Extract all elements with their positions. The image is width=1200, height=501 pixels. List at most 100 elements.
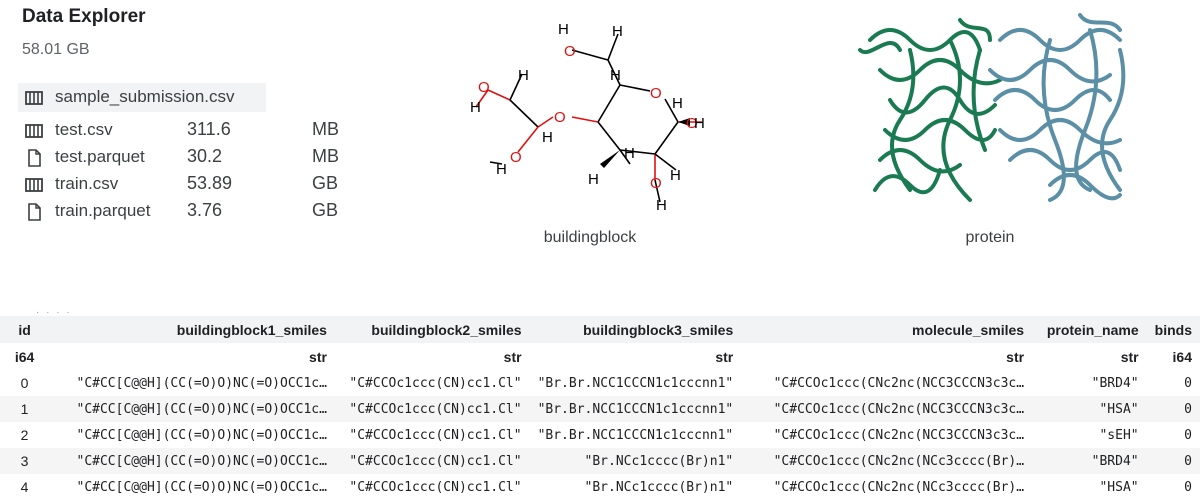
dtype-cell: str: [1032, 343, 1147, 370]
table-row: 0 "C#CC[C@@H](CC(=O)O)NC(=O)OCC1c… "C#CC…: [0, 370, 1200, 396]
file-size-unit: GB: [312, 200, 339, 220]
file-item-train-parquet[interactable]: train.parquet 3.76 GB: [18, 197, 348, 224]
column-header-molecule-smiles[interactable]: molecule_smiles: [741, 316, 1033, 343]
molecule-caption: buildingblock: [543, 229, 637, 246]
page-title: Data Explorer: [22, 6, 146, 27]
svg-text:H: H: [612, 23, 623, 40]
dtype-row: i64 str str str str str i64: [0, 343, 1200, 370]
table-cell: "Br.Br.NCC1CCCN1c1cccnn1": [537, 375, 734, 391]
table-cell: "C#CCOc1ccc(CN)cc1.Cl": [334, 448, 530, 474]
table-row: 1 "C#CC[C@@H](CC(=O)O)NC(=O)OCC1c… "C#CC…: [0, 396, 1200, 422]
svg-text:O: O: [554, 109, 566, 126]
svg-text:O: O: [478, 79, 490, 96]
file-list: sample_submission.csv test.csv 311.6 MB …: [18, 83, 348, 224]
table-cell: "C#CCOc1ccc(CNc2nc(NCC3CCCN3c3c…: [741, 396, 1033, 422]
dtype-cell: i64: [1146, 343, 1200, 370]
column-header-binds[interactable]: binds: [1146, 316, 1200, 343]
table-cell: "Br.Br.NCC1CCCN1c1cccnn1": [529, 396, 742, 422]
table-cell: "C#CCOc1ccc(CN)cc1.Cl": [334, 396, 530, 422]
svg-text:H: H: [496, 161, 507, 178]
file-size-unit: MB: [312, 146, 339, 166]
table-cell: 4: [20, 479, 29, 495]
svg-text:H: H: [624, 145, 635, 162]
dtype-cell: i64: [0, 343, 50, 370]
table-cell: "Br.NCc1cccc(Br)n1": [529, 448, 742, 474]
dtype-cell: str: [334, 343, 530, 370]
table-cell: "HSA": [1099, 479, 1139, 495]
file-name: train.parquet: [55, 201, 151, 220]
file-item-test-parquet[interactable]: test.parquet 30.2 MB: [18, 143, 348, 170]
table-cell: 0: [1184, 375, 1192, 391]
table-cell: "C#CC[C@@H](CC(=O)O)NC(=O)OCC1c…: [76, 479, 327, 495]
file-size-unit: GB: [312, 173, 339, 193]
table-cell: 0: [1184, 427, 1192, 443]
table-cell: "C#CCOc1ccc(CNc2nc(NCc3cccc(Br)…: [741, 448, 1033, 474]
file-item-train-csv[interactable]: train.csv 53.89 GB: [18, 170, 348, 197]
table-cell: 0: [1184, 479, 1192, 495]
svg-text:H: H: [610, 67, 621, 84]
table-cell: "BRD4": [1091, 375, 1139, 391]
file-icon: [28, 203, 41, 221]
table-cell: 1: [0, 396, 50, 422]
table-cell: "C#CCOc1ccc(CNc2nc(NCC3CCCN3c3c…: [773, 427, 1025, 443]
svg-text:H: H: [694, 115, 705, 132]
truncation-indicator: · · · ·: [36, 307, 72, 318]
svg-text:H: H: [518, 67, 529, 84]
svg-text:H: H: [470, 99, 481, 116]
protein-caption: protein: [965, 229, 1015, 246]
table-row: 3 "C#CC[C@@H](CC(=O)O)NC(=O)OCC1c… "C#CC…: [0, 448, 1200, 474]
table-cell: "sEH": [1099, 427, 1139, 443]
column-header-buildingblock1-smiles[interactable]: buildingblock1_smiles: [49, 316, 335, 343]
dtype-cell: str: [529, 343, 742, 370]
table-row: 4 "C#CC[C@@H](CC(=O)O)NC(=O)OCC1c… "C#CC…: [0, 474, 1200, 500]
column-header-protein-name[interactable]: protein_name: [1032, 316, 1147, 343]
column-header-row: id buildingblock1_smiles buildingblock2_…: [0, 316, 1200, 343]
file-size-value: 311.6: [187, 119, 231, 139]
dataset-size: 58.01 GB: [22, 41, 90, 58]
file-name: test.csv: [55, 120, 113, 139]
table-cell: "HSA": [1032, 396, 1147, 422]
table-cell: "C#CC[C@@H](CC(=O)O)NC(=O)OCC1c…: [76, 375, 327, 391]
column-header-id[interactable]: id: [0, 316, 50, 343]
file-name: test.parquet: [55, 147, 145, 166]
svg-text:O: O: [510, 149, 522, 166]
svg-text:H: H: [558, 21, 569, 38]
table-cell: 0: [1146, 448, 1200, 474]
file-size-unit: MB: [312, 119, 339, 139]
svg-text:H: H: [672, 95, 683, 112]
protein-structure-image: [858, 13, 1126, 202]
table-cell: "C#CCOc1ccc(CN)cc1.Cl": [349, 375, 522, 391]
dtype-cell: str: [49, 343, 335, 370]
table-cell: "C#CCOc1ccc(CNc2nc(NCc3cccc(Br)…: [773, 479, 1025, 495]
table-icon: [25, 178, 43, 192]
svg-text:O: O: [650, 175, 662, 192]
file-size-value: 53.89: [187, 173, 233, 193]
table-cell: 0: [1146, 396, 1200, 422]
dtype-cell: str: [741, 343, 1033, 370]
column-header-buildingblock3-smiles[interactable]: buildingblock3_smiles: [529, 316, 742, 343]
file-size-value: 30.2: [187, 146, 223, 166]
svg-text:O: O: [686, 115, 698, 132]
molecule-structure-image: O O O O O O O H H H H H H H H H H H H H: [470, 21, 705, 212]
table-cell: "BRD4": [1032, 448, 1147, 474]
table-cell: 3: [0, 448, 50, 474]
column-header-buildingblock2-smiles[interactable]: buildingblock2_smiles: [334, 316, 530, 343]
table-cell: "Br.NCc1cccc(Br)n1": [584, 479, 734, 495]
file-icon: [28, 149, 41, 167]
table-icon: [25, 91, 43, 105]
data-preview-table: id buildingblock1_smiles buildingblock2_…: [0, 316, 1200, 500]
svg-text:H: H: [588, 171, 599, 188]
file-item-sample-submission[interactable]: sample_submission.csv: [18, 83, 266, 112]
table-cell: "C#CC[C@@H](CC(=O)O)NC(=O)OCC1c…: [49, 396, 335, 422]
table-cell: "C#CCOc1ccc(CN)cc1.Cl": [349, 427, 522, 443]
svg-text:O: O: [564, 43, 576, 60]
svg-text:H: H: [542, 129, 553, 146]
file-name: train.csv: [55, 174, 119, 193]
table-cell: "Br.Br.NCC1CCCN1c1cccnn1": [537, 427, 734, 443]
table-cell: 0: [20, 375, 29, 391]
table-icon: [25, 124, 43, 138]
file-item-test-csv[interactable]: test.csv 311.6 MB: [18, 116, 348, 143]
table-cell: 2: [20, 427, 29, 443]
svg-text:H: H: [670, 167, 681, 184]
file-size-value: 3.76: [187, 200, 223, 220]
